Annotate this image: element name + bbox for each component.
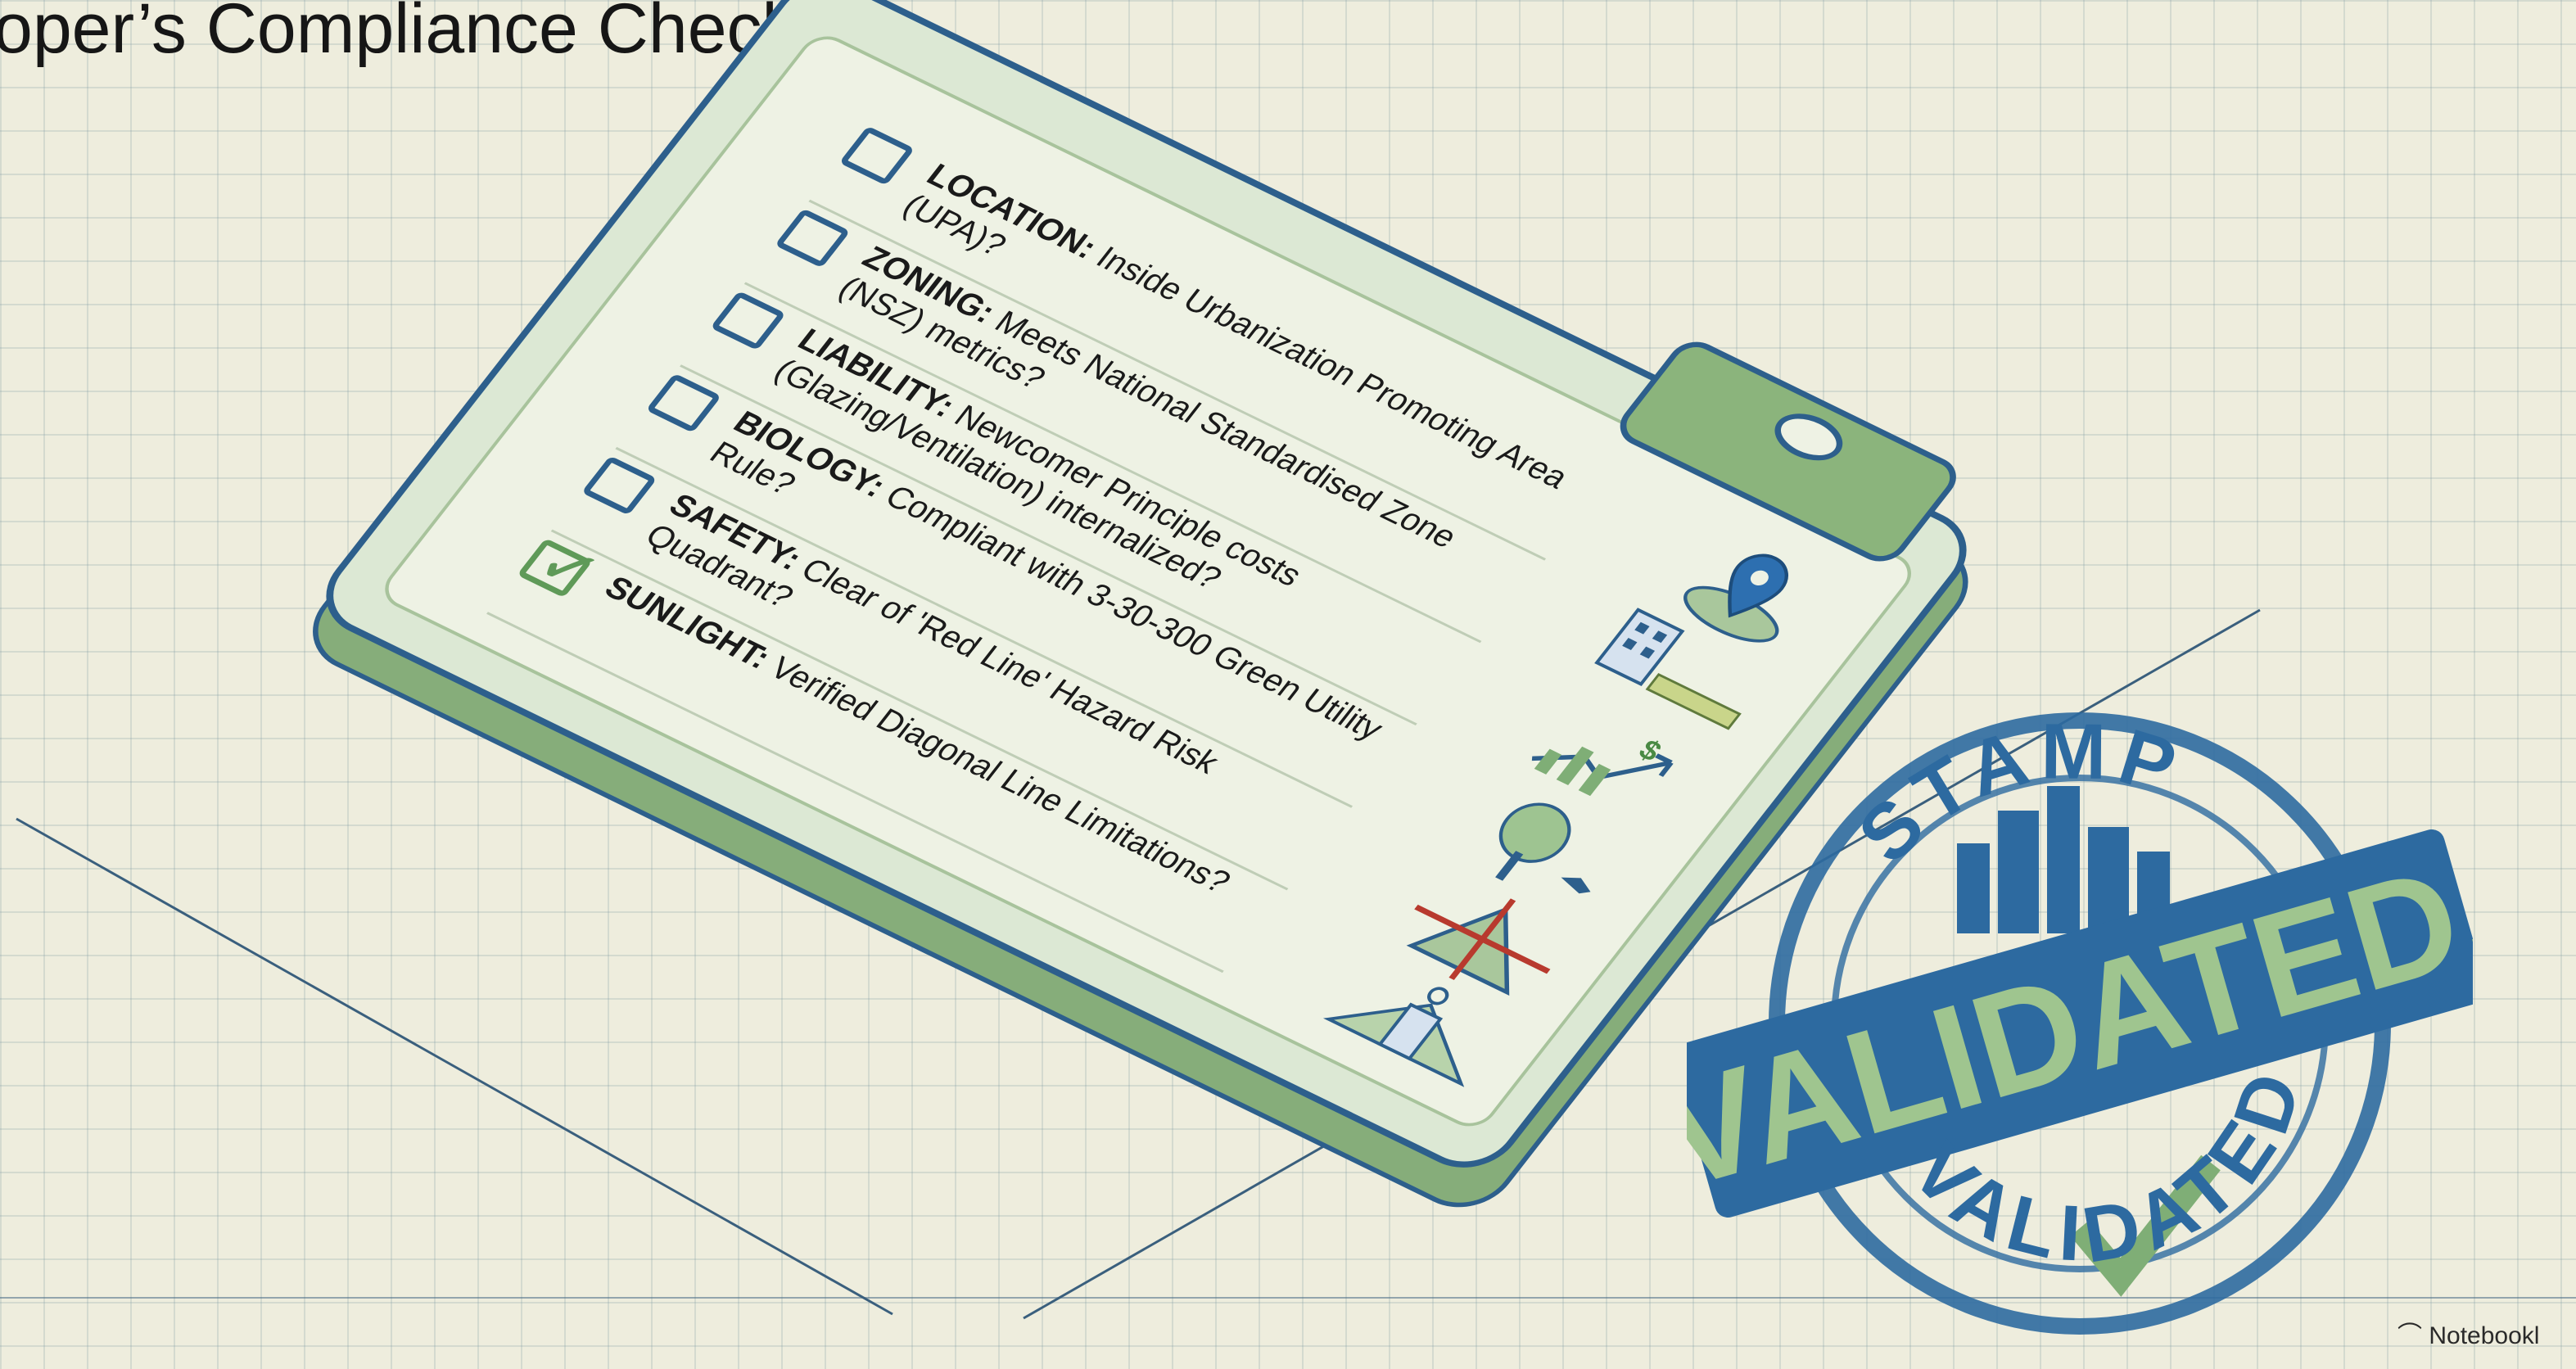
notebook-logo-icon: ⌒ — [2397, 1322, 2429, 1349]
map-pin-icon — [1683, 553, 1788, 643]
clip-hole — [1764, 404, 1854, 470]
clipboard-board: LOCATION: Inside Urbanization Promoting … — [305, 0, 1988, 1184]
stamp-banner — [1687, 829, 2473, 1218]
cost-chart-icon: $ — [1531, 734, 1674, 797]
building-ruler-icon — [1594, 608, 1742, 730]
checkbox-safety[interactable] — [581, 455, 658, 516]
checkbox-liability[interactable] — [710, 290, 786, 351]
tree-bird-icon — [1495, 802, 1591, 894]
clipboard: LOCATION: Inside Urbanization Promoting … — [291, 0, 1990, 1223]
validated-stamp: STAMP VALIDATED. VALIDATED — [1687, 672, 2473, 1335]
brand-watermark: ⌒ Notebookl — [2397, 1315, 2539, 1351]
brand-text: Notebookl — [2429, 1322, 2540, 1349]
checklist-paper: LOCATION: Inside Urbanization Promoting … — [374, 28, 1922, 1135]
stamp-checkmark-icon — [2070, 1154, 2221, 1297]
checkbox-location[interactable] — [838, 125, 915, 186]
checklist-icons: $ — [1218, 477, 1863, 1110]
checkbox-sunlight-checked[interactable]: ✓ — [517, 526, 616, 608]
hazard-crossed-icon — [1406, 898, 1551, 996]
skyline-icon — [1957, 786, 2170, 933]
checkbox-zoning[interactable] — [774, 208, 851, 269]
checkbox-biology[interactable] — [645, 373, 722, 433]
sunlight-building-icon — [1322, 987, 1465, 1087]
